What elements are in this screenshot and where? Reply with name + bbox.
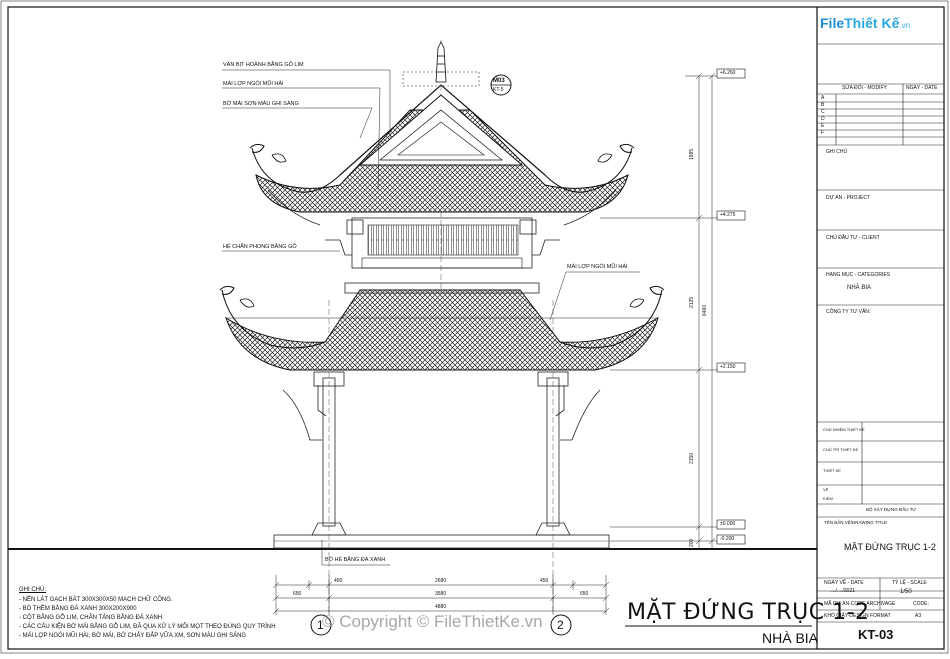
horizontal-dimensions xyxy=(272,575,610,615)
tb-sheet-code: KT-03 xyxy=(858,627,894,642)
tb-category-label: HẠNG MỤC - CATEGORIES xyxy=(826,272,891,278)
note-item: - MÁI LỢP NGÓI MŨI HÀI, BỜ MÁI, BỜ CHẢY … xyxy=(19,633,247,639)
tb-project: DỰ ÁN - PROJECT xyxy=(826,195,870,201)
hdim-middle-span: 2680 xyxy=(435,578,447,584)
callout-lower-roof-tile: MÁI LỢP NGÓI MŨI HÀI xyxy=(567,264,628,270)
note-item: - CỘT BẰNG GỖ LIM, CHÂN TẢNG BẰNG ĐÁ XAN… xyxy=(19,615,163,621)
rev-row: A xyxy=(821,95,825,101)
rev-header-date: NGÀY - DATE xyxy=(906,85,938,91)
balustrade xyxy=(325,217,560,269)
logo-file: File xyxy=(820,15,845,31)
level-lower-eave: +2.150 xyxy=(720,364,736,370)
rev-row: F xyxy=(821,130,825,136)
tb-drawing-name: MẶT ĐỨNG TRỤC 1-2 xyxy=(844,542,936,552)
tb-date-value: ..../..../2021 xyxy=(830,588,856,594)
tb-client: CHỦ ĐẦU TƯ - CLIENT xyxy=(826,235,880,241)
sign-label: THIẾT KẾ xyxy=(823,468,841,473)
callout-upper-roof-tile: MÁI LỢP NGÓI MŨI HÀI xyxy=(223,81,284,87)
callout-roof-edge-paint: BỜ MÁI SƠN MÀU GHI SÁNG xyxy=(223,101,299,107)
tb-code-short: CODE: xyxy=(913,601,929,607)
note-item: - NỀN LÁT GẠCH BÁT 300X300X50 MẠCH CHỮ C… xyxy=(19,597,173,603)
tb-sheet-value: A3 xyxy=(915,613,922,619)
axis-label-2: 2 xyxy=(557,618,564,632)
tb-scale-label: TỶ LỆ - SCALE xyxy=(892,580,927,586)
note-item: - CÁC CẤU KIỆN BỜ MÁI BẰNG GỖ LIM, ĐÃ QU… xyxy=(19,624,276,630)
section-tag-top: M03 xyxy=(493,78,505,84)
drawing-subtitle: NHÀ BIA xyxy=(762,630,819,646)
hdim-total: 4880 xyxy=(435,604,447,610)
hdim-axis-span: 3580 xyxy=(435,591,447,597)
tb-date-label: NGÀY VẼ - DATE xyxy=(824,580,864,586)
title-block-grid xyxy=(817,43,944,623)
vertical-dimensions xyxy=(600,72,718,548)
level-markers xyxy=(716,68,746,545)
level-ground: -0.200 xyxy=(720,536,735,542)
logo-domain: .vn xyxy=(899,21,911,30)
upper-roof xyxy=(249,84,635,226)
vdim-upper: 1985 xyxy=(689,148,695,160)
sign-label: KIỂM xyxy=(823,496,833,501)
axis-bubbles xyxy=(310,614,572,636)
axis-label-1: 1 xyxy=(317,618,324,632)
logo-thietke: Thiết Kế xyxy=(844,15,900,31)
vdim-total: 6460 xyxy=(702,304,708,316)
hdim-left-overhang: 450 xyxy=(334,578,343,584)
vdim-lower: 2150 xyxy=(689,452,695,464)
level-balustrade: +4.275 xyxy=(720,212,736,218)
rev-row: C xyxy=(821,109,825,115)
note-item: - BÓ THỀM BẰNG ĐÁ XANH 300X200X900 xyxy=(19,606,137,612)
tb-contractor: CÔNG TY TƯ VẤN: xyxy=(826,309,871,315)
callout-stone-curb: BÓ HÈ BẰNG ĐÁ XANH xyxy=(325,557,386,563)
vdim-middle: 2125 xyxy=(689,296,695,308)
notes-heading: GHI CHÚ: xyxy=(19,587,46,593)
hdim-right-edge: 650 xyxy=(580,591,589,597)
site-logo: FileThiết Kế.vn xyxy=(820,16,910,32)
rev-row: E xyxy=(821,123,825,129)
leader-lines xyxy=(222,69,640,566)
tb-company: BỘ XÂY DỰNG ĐẦU TƯ xyxy=(866,507,917,512)
tb-sheet-label: KHỔ GIẤY-DESIGN FORMAT xyxy=(824,613,891,619)
sign-label: CHỦ NHIỆM THIẾT KẾ xyxy=(823,427,865,432)
tb-category-value: NHÀ BIA xyxy=(847,285,872,291)
tb-ghi-chu: GHI CHÚ xyxy=(826,149,848,155)
level-top: +6.260 xyxy=(720,70,736,76)
callout-wind-panel: HỆ CHẤN PHONG BẰNG GỖ xyxy=(223,244,297,250)
drawing-title: MẶT ĐỨNG TRỤC 1-2 xyxy=(627,600,870,625)
watermark: © Copyright © FileThietKe.vn xyxy=(322,612,543,631)
rev-header-modify: SỬA ĐỔI - MODIFY xyxy=(842,85,887,91)
tb-code-label: MÃ DỰ ÁN-CODE ARCHIVAGE xyxy=(824,601,896,607)
callout-ceiling-board: VÁN BỊT HOÀNH BẰNG GỖ LIM xyxy=(223,62,304,68)
rev-row: D xyxy=(821,116,825,122)
sign-label: VẼ xyxy=(823,487,829,492)
section-tag-bottom: KT-5 xyxy=(493,87,504,93)
section-tag-symbol xyxy=(490,74,512,96)
columns xyxy=(311,371,571,536)
platform xyxy=(273,534,610,549)
level-floor: ±0.000 xyxy=(720,521,736,527)
tb-scale-value: 1/50 xyxy=(900,589,912,595)
vdim-base: 200 xyxy=(689,538,695,547)
tb-drawing-name-label: TÊN BẢN VẼ/DRAWING TITLE xyxy=(824,520,888,525)
inner-frame xyxy=(7,6,945,650)
lower-roof xyxy=(219,282,665,371)
sign-label: CHỦ TRÌ THIẾT KẾ xyxy=(823,447,859,452)
hdim-right-overhang: 450 xyxy=(540,578,549,584)
finial xyxy=(402,41,480,87)
rev-row: B xyxy=(821,102,825,108)
hdim-left-edge: 650 xyxy=(293,591,302,597)
